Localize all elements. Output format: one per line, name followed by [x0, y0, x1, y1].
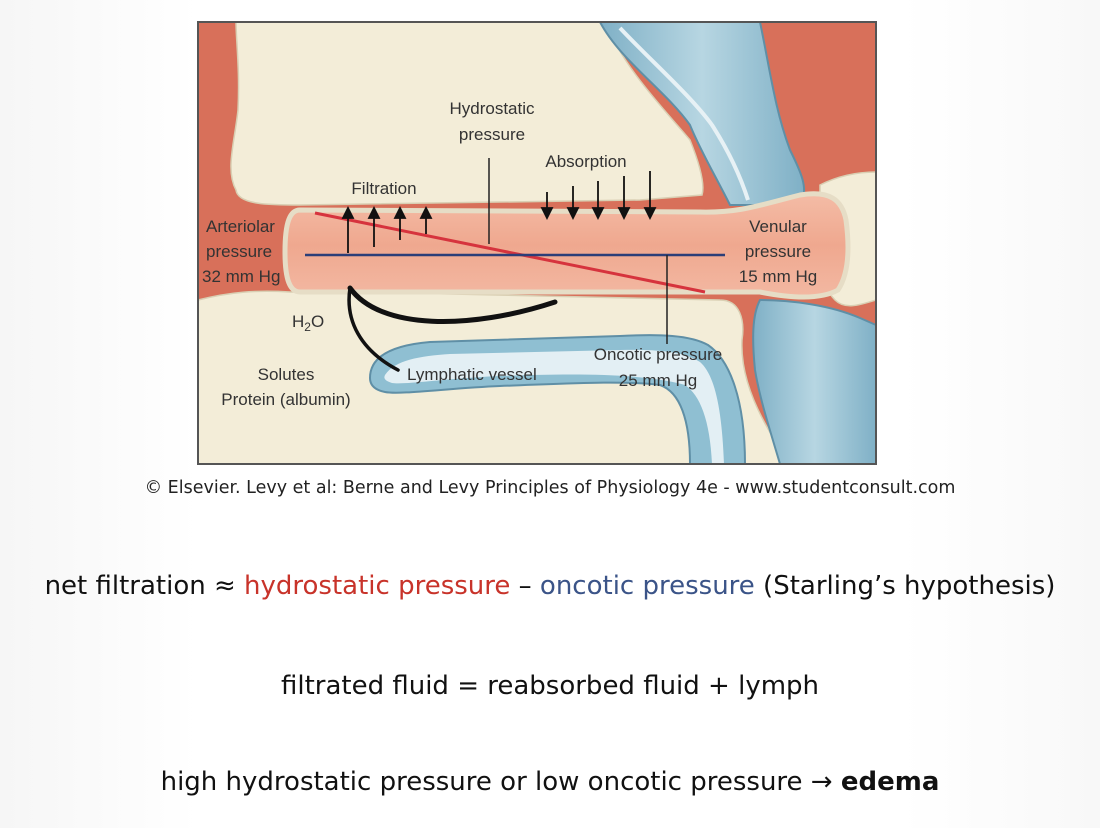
hydrostatic-label-2: pressure [459, 125, 525, 144]
protein-label: Protein (albumin) [221, 390, 350, 409]
solutes-label: Solutes [258, 365, 315, 384]
hydrostatic-pressure-line [314, 211, 706, 294]
upper-tissue [230, 21, 704, 206]
edema-arrow: → [802, 767, 841, 797]
venular-label-1: Venular [749, 217, 807, 236]
lymphatic-lumen [384, 349, 724, 464]
venular-label-2: pressure [745, 242, 811, 261]
fluid-balance-equation: filtrated fluid = reabsorbed fluid + lym… [280, 671, 820, 701]
arteriolar-label-3: 32 mm Hg [202, 267, 280, 286]
absorption-label: Absorption [545, 152, 626, 171]
oncotic-label-2: 25 mm Hg [619, 371, 697, 390]
hydrostatic-label-1: Hydrostatic [449, 99, 535, 118]
h2o-label: H2O [292, 312, 324, 334]
formula-minus: – [510, 571, 540, 601]
edema-conditions: high hydrostatic pressure or low oncotic… [160, 767, 803, 797]
figure-frame [197, 21, 877, 465]
arteriolar-label-1: Arteriolar [206, 217, 275, 236]
edema-word: edema [840, 767, 940, 797]
venular-label-3: 15 mm Hg [739, 267, 817, 286]
oncotic-label-1: Oncotic pressure [594, 345, 723, 364]
upper-vein-lumen [618, 26, 750, 201]
figure-credit: © Elsevier. Levy et al: Berne and Levy P… [144, 478, 956, 498]
lymphatic-vessel-label: Lymphatic vessel [407, 365, 537, 384]
fluid-curve [347, 285, 558, 324]
starling-forces-diagram: Hydrostatic pressure Absorption Filtrati… [197, 21, 877, 465]
formula-oncotic-term: oncotic pressure [539, 571, 755, 601]
formula-suffix: (Starling’s hypothesis) [754, 571, 1056, 601]
starling-formula: net filtration ≈ hydrostatic pressure – … [0, 571, 1100, 601]
formula-hydrostatic-term: hydrostatic pressure [244, 571, 511, 601]
formula-prefix: net filtration ≈ [44, 571, 245, 601]
lower-vein [752, 298, 877, 465]
filtration-label: Filtration [351, 179, 416, 198]
edema-statement: high hydrostatic pressure or low oncotic… [0, 767, 1100, 797]
absorption-arrows [540, 171, 657, 221]
arteriolar-label-2: pressure [206, 242, 272, 261]
lymph-curve [347, 286, 400, 372]
filtration-arrows [341, 205, 433, 253]
